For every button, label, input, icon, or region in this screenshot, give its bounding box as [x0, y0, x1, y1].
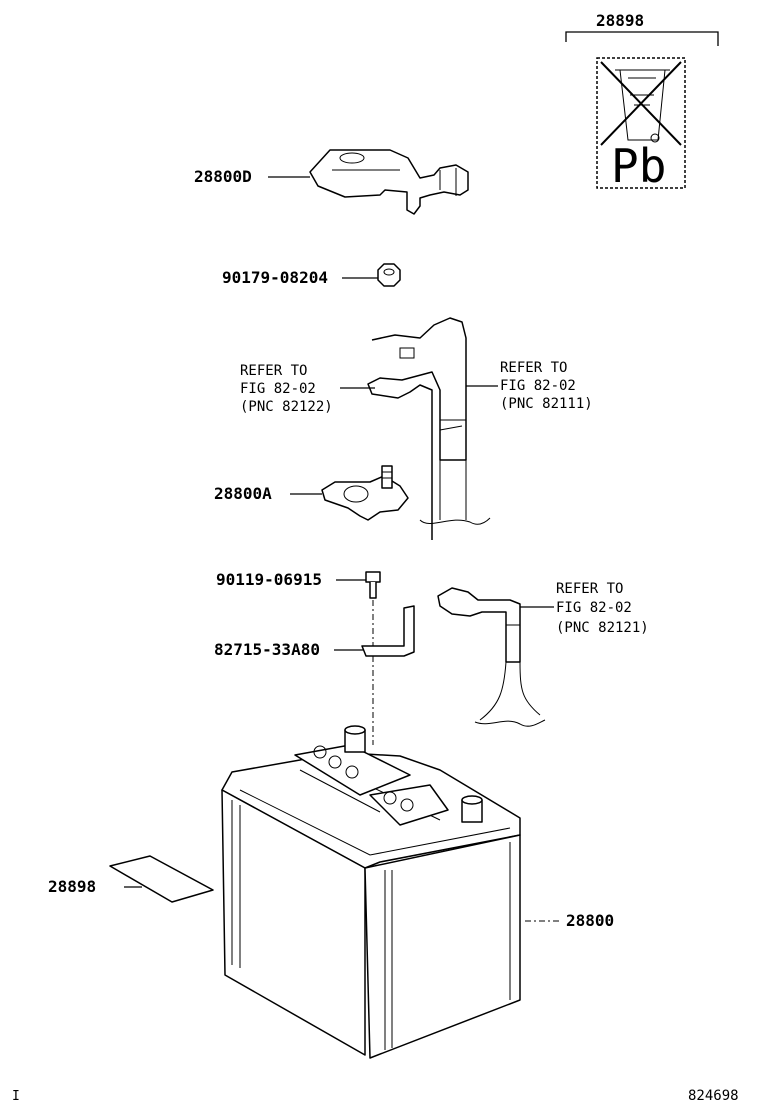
terminal-clamp-group: 28800A	[214, 465, 409, 521]
cable-assembly-group: REFER TO FIG 82-02 (PNC 82122) REFER TO …	[240, 317, 593, 540]
part-number-90179-08204[interactable]: 90179-08204	[222, 268, 328, 287]
part-number-90119-06915[interactable]: 90119-06915	[216, 570, 322, 589]
crossed-bin-icon: Pb	[596, 57, 686, 193]
corner-mark: I	[12, 1089, 20, 1104]
refer-note-82122-l1: REFER TO	[240, 363, 307, 379]
refer-note-82111-l2: FIG 82-02	[500, 378, 576, 394]
bolt-group: 90119-06915	[216, 570, 381, 745]
part-number-28800D[interactable]: 28800D	[194, 167, 252, 186]
refer-note-82122-l2: FIG 82-02	[240, 381, 316, 397]
terminal-cover-group: 28800D	[194, 149, 469, 215]
part-number-28800A[interactable]: 28800A	[214, 484, 272, 503]
nut-group: 90179-08204	[222, 263, 401, 287]
part-number-82715-33A80[interactable]: 82715-33A80	[214, 640, 320, 659]
refer-note-82121-l2: FIG 82-02	[556, 600, 632, 616]
battery-clamp-group: 82715-33A80	[214, 605, 415, 659]
figure-id: 824698	[688, 1088, 739, 1104]
pb-mark: Pb	[611, 139, 666, 193]
refer-note-82111-l1: REFER TO	[500, 360, 567, 376]
part-number-28898-left[interactable]: 28898	[48, 877, 96, 896]
refer-note-82121-l3[interactable]: (PNC 82121)	[556, 620, 649, 636]
refer-note-82121-l1: REFER TO	[556, 581, 623, 597]
refer-note-82122-l3[interactable]: (PNC 82122)	[240, 399, 333, 415]
loose-label-group: 28898	[48, 855, 214, 903]
battery-icon: 28800	[221, 725, 614, 1059]
negative-cable-group: REFER TO FIG 82-02 (PNC 82121)	[437, 581, 649, 727]
part-number-28898-top[interactable]: 28898	[596, 11, 644, 30]
recycle-label-group: 28898 Pb	[565, 11, 719, 193]
refer-note-82111-l3[interactable]: (PNC 82111)	[500, 396, 593, 412]
part-number-28800[interactable]: 28800	[566, 911, 614, 930]
